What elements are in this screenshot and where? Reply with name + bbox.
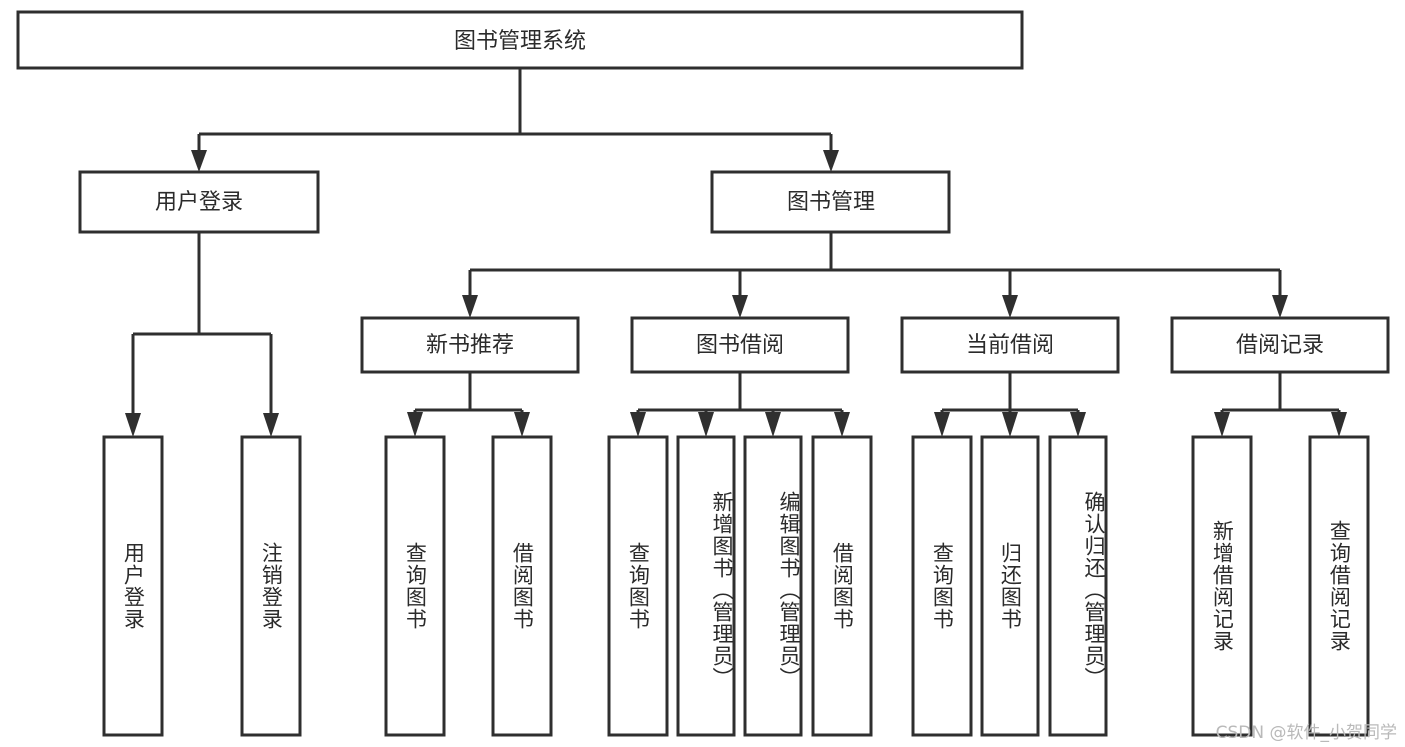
node-book-borrow[interactable]: 图书借阅 [630,316,850,374]
csdn-watermark: CSDN @软件_小贺同学 [1215,723,1397,743]
leaf-box-borrow-book-1[interactable] [491,435,553,737]
leaf-box-query-borrow-record[interactable] [1308,435,1370,737]
leaf-box-confirm-return-admin[interactable] [1048,435,1108,737]
leaf-box-add-book-admin[interactable] [676,435,736,737]
leaf-box-query-book-3[interactable] [911,435,973,737]
node-new-book-recommend-label: 新书推荐 [426,333,514,358]
node-current-borrow[interactable]: 当前借阅 [900,316,1120,374]
leaf-box-borrow-book-2[interactable] [811,435,873,737]
connector-bookmgmt-to-level3 [462,232,1288,318]
node-root-book-management-system[interactable]: 图书管理系统 [16,10,1024,70]
node-book-management-label: 图书管理 [787,190,875,215]
connector-currentborrow-to-leaves [934,372,1086,437]
node-new-book-recommend[interactable]: 新书推荐 [360,316,580,374]
connector-userlogin-to-leaves [125,232,279,437]
connector-borrowrecord-to-leaves [1214,372,1347,437]
leaf-box-return-book[interactable] [980,435,1040,737]
leaf-box-user-login[interactable] [102,435,164,737]
node-current-borrow-label: 当前借阅 [966,333,1054,358]
connector-root-to-level2 [191,68,839,172]
node-book-management[interactable]: 图书管理 [710,170,951,234]
leaf-box-query-book-1[interactable] [384,435,446,737]
connector-bookborrow-to-leaves [630,372,850,437]
node-root-label: 图书管理系统 [454,29,586,54]
leaf-box-edit-book-admin[interactable] [743,435,803,737]
node-borrow-record-label: 借阅记录 [1236,333,1324,358]
node-borrow-record[interactable]: 借阅记录 [1170,316,1390,374]
leaf-box-query-book-2[interactable] [607,435,669,737]
node-book-borrow-label: 图书借阅 [696,333,784,358]
node-user-login[interactable]: 用户登录 [78,170,320,234]
connector-newbook-to-leaves [407,372,530,437]
leaf-box-add-borrow-record[interactable] [1191,435,1253,737]
node-user-login-label: 用户登录 [155,190,243,215]
leaf-box-logout-login[interactable] [240,435,302,737]
